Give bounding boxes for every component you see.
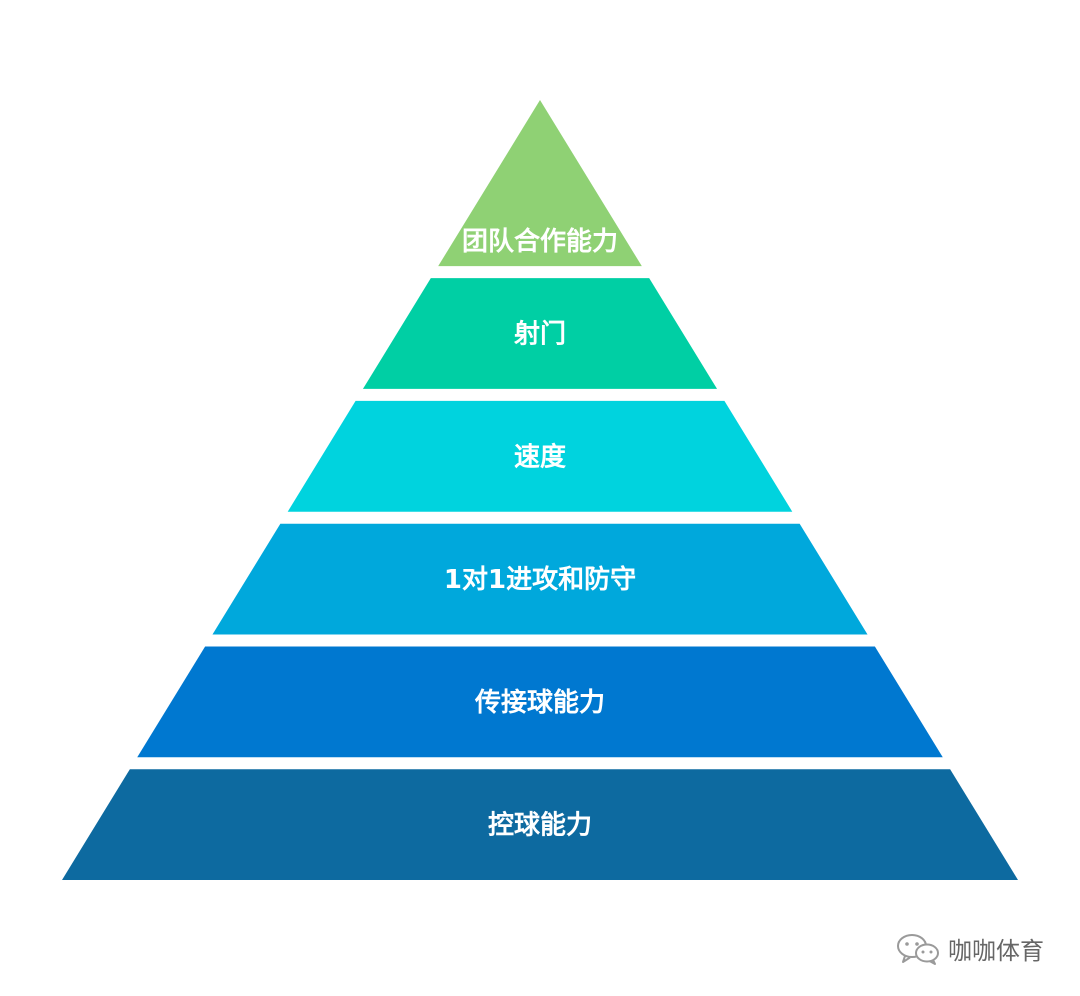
layer-speed-label: 速度 xyxy=(514,441,566,472)
layer-passing xyxy=(137,646,943,758)
layer-ball-control xyxy=(62,769,1018,880)
layer-team-cooperation xyxy=(438,100,642,267)
watermark-text: 咖咖体育 xyxy=(948,937,1044,965)
layer-shooting xyxy=(362,278,718,389)
layer-team-cooperation-label: 团队合作能力 xyxy=(462,226,618,257)
watermark: 咖咖体育 xyxy=(896,931,1044,966)
wechat-icon xyxy=(896,932,940,966)
layer-ball-control-label: 控球能力 xyxy=(488,810,592,841)
layer-one-on-one xyxy=(212,523,868,635)
layer-passing-label: 传接球能力 xyxy=(474,687,605,718)
layer-one-on-one-label: 1对1进攻和防守 xyxy=(444,564,636,595)
layer-shooting-label: 射门 xyxy=(513,320,566,350)
layer-speed xyxy=(287,400,793,512)
